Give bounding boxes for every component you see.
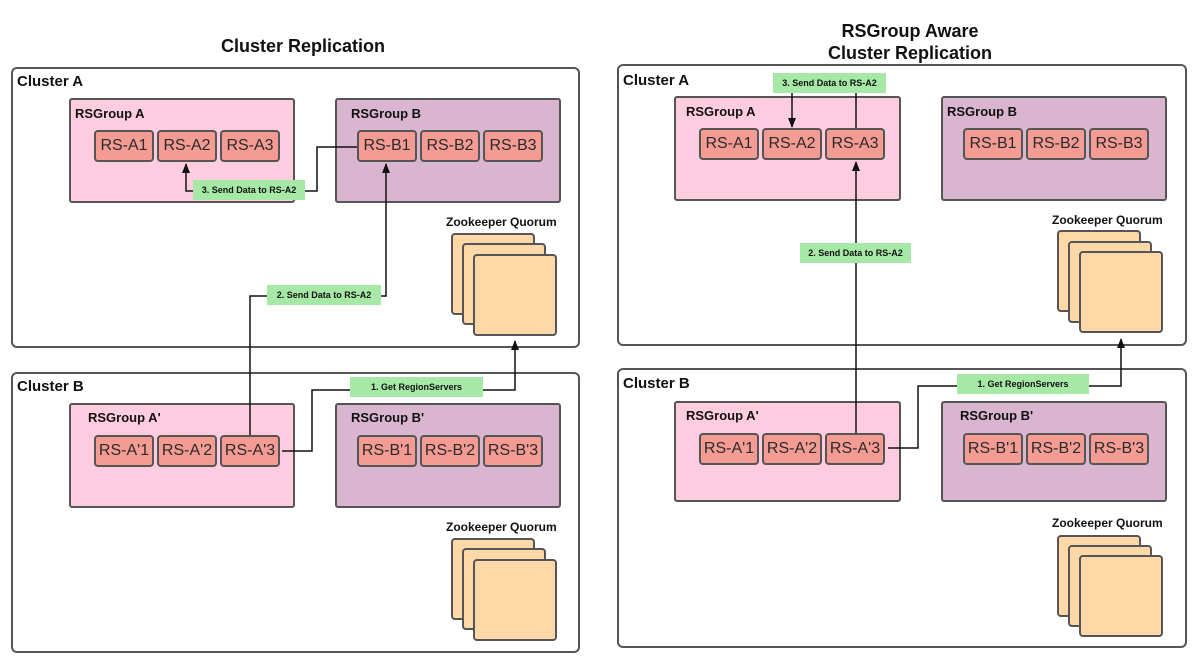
left-step2-label: 2. Send Data to RS-A2 — [267, 285, 381, 305]
left-cluster-a-label: Cluster A — [17, 73, 84, 90]
region-server: RS-A'3 — [825, 433, 885, 465]
right-diagram-title-line2: Cluster Replication — [827, 43, 993, 63]
right-step2-label: 2. Send Data to RS-A2 — [800, 243, 911, 263]
right-a-rsgroup-a-label: RSGroup A — [686, 104, 756, 119]
region-server: RS-A'1 — [699, 433, 759, 465]
region-server: RS-B3 — [483, 130, 543, 162]
region-server: RS-B'1 — [963, 433, 1023, 465]
left-step1-label: 1. Get RegionServers — [350, 377, 483, 397]
region-server: RS-A3 — [220, 130, 280, 162]
region-server: RS-A'1 — [94, 435, 154, 467]
right-a-rsgroup-b-label: RSGroup B — [947, 104, 1018, 119]
region-server: RS-B2 — [420, 130, 480, 162]
region-server: RS-B'2 — [420, 435, 480, 467]
left-a-zookeeper-label: Zookeeper Quorum — [446, 215, 557, 229]
region-server: RS-B'2 — [1026, 433, 1086, 465]
region-server: RS-A2 — [762, 128, 822, 160]
right-step3-label: 3. Send Data to RS-A2 — [773, 73, 886, 93]
zookeeper-node — [1079, 251, 1163, 333]
zookeeper-node — [473, 254, 557, 336]
region-server: RS-A3 — [825, 128, 885, 160]
right-b-zookeeper-label: Zookeeper Quorum — [1052, 516, 1163, 530]
region-server: RS-B2 — [1026, 128, 1086, 160]
region-server: RS-A'3 — [220, 435, 280, 467]
region-server: RS-A1 — [94, 130, 154, 162]
region-server: RS-B'3 — [483, 435, 543, 467]
region-server: RS-B'1 — [357, 435, 417, 467]
left-b-rsgroup-a-label: RSGroup A' — [88, 410, 161, 425]
right-b-rsgroup-b-label: RSGroup B' — [960, 408, 1034, 423]
right-diagram-title-line1: RSGroup Aware — [841, 21, 979, 41]
region-server: RS-B1 — [963, 128, 1023, 160]
region-server: RS-A2 — [157, 130, 217, 162]
left-b-zookeeper-label: Zookeeper Quorum — [446, 520, 557, 534]
region-server: RS-A'2 — [157, 435, 217, 467]
region-server: RS-B'3 — [1089, 433, 1149, 465]
right-cluster-b-label: Cluster B — [623, 375, 690, 392]
left-cluster-b-label: Cluster B — [17, 378, 84, 395]
left-b-rsgroup-b-label: RSGroup B' — [351, 410, 425, 425]
left-diagram-title: Cluster Replication — [220, 36, 386, 56]
right-a-zookeeper-label: Zookeeper Quorum — [1052, 213, 1163, 227]
region-server: RS-A'2 — [762, 433, 822, 465]
zookeeper-node — [473, 559, 557, 641]
zookeeper-node — [1079, 555, 1163, 637]
right-cluster-a-label: Cluster A — [623, 72, 690, 89]
region-server: RS-A1 — [699, 128, 759, 160]
left-a-rsgroup-a-label: RSGroup A — [75, 106, 145, 121]
left-a-rsgroup-b-label: RSGroup B — [351, 106, 422, 121]
right-b-rsgroup-a-label: RSGroup A' — [686, 408, 759, 423]
left-step3-label: 3. Send Data to RS-A2 — [193, 180, 305, 200]
region-server: RS-B3 — [1089, 128, 1149, 160]
region-server: RS-B1 — [357, 130, 417, 162]
right-step1-label: 1. Get RegionServers — [957, 374, 1089, 394]
